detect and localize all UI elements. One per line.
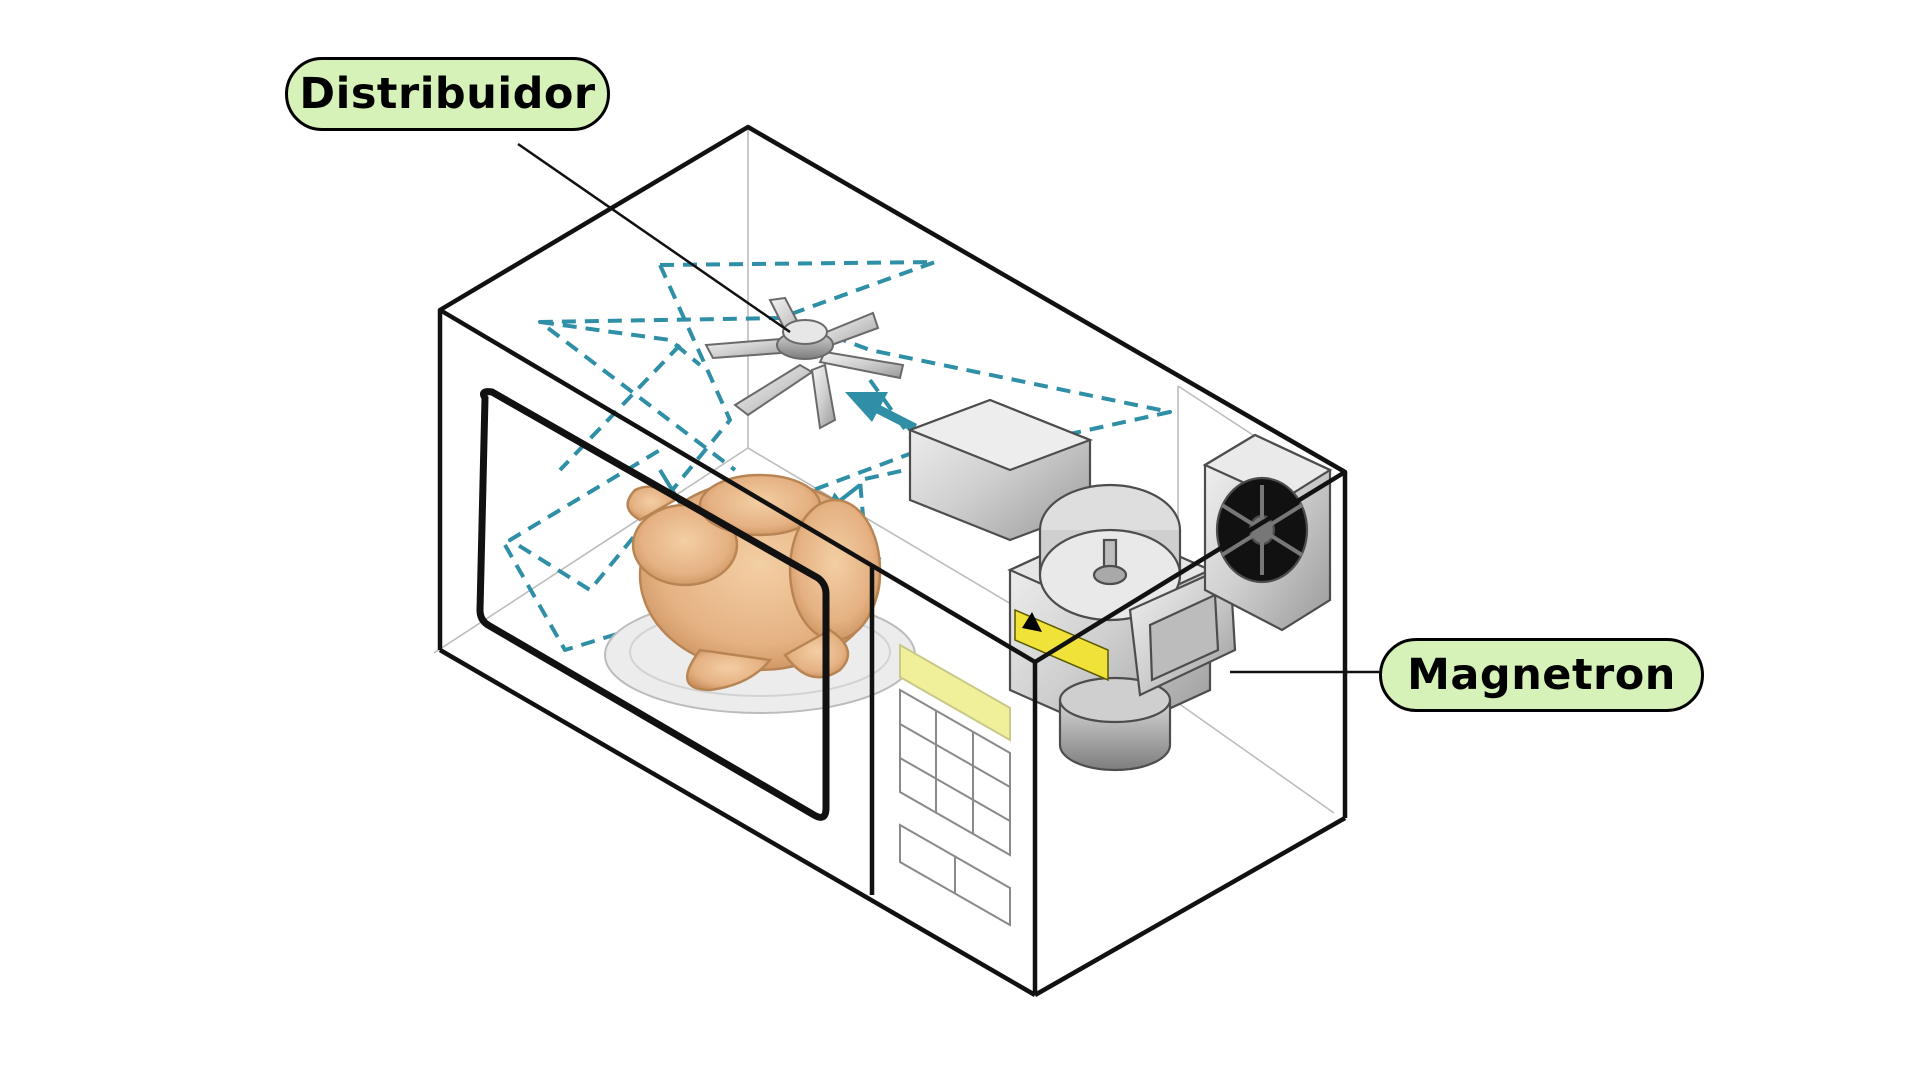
control-panel xyxy=(899,643,1011,927)
stirrer-fan-icon xyxy=(704,296,905,430)
roast-chicken-icon xyxy=(626,473,882,692)
microwave-box-outline xyxy=(437,124,1348,997)
distribuidor-leader-line xyxy=(517,142,791,334)
door-window xyxy=(476,388,830,821)
magnetron-output-arrow xyxy=(845,392,918,433)
microwave-box-hidden-edges xyxy=(433,127,1335,814)
magnetron-label: Magnetron xyxy=(1379,638,1704,712)
cooling-fan-icon xyxy=(1202,433,1333,632)
distribuidor-label: Distribuidor xyxy=(285,57,610,131)
magnetron-icon xyxy=(906,398,1237,772)
